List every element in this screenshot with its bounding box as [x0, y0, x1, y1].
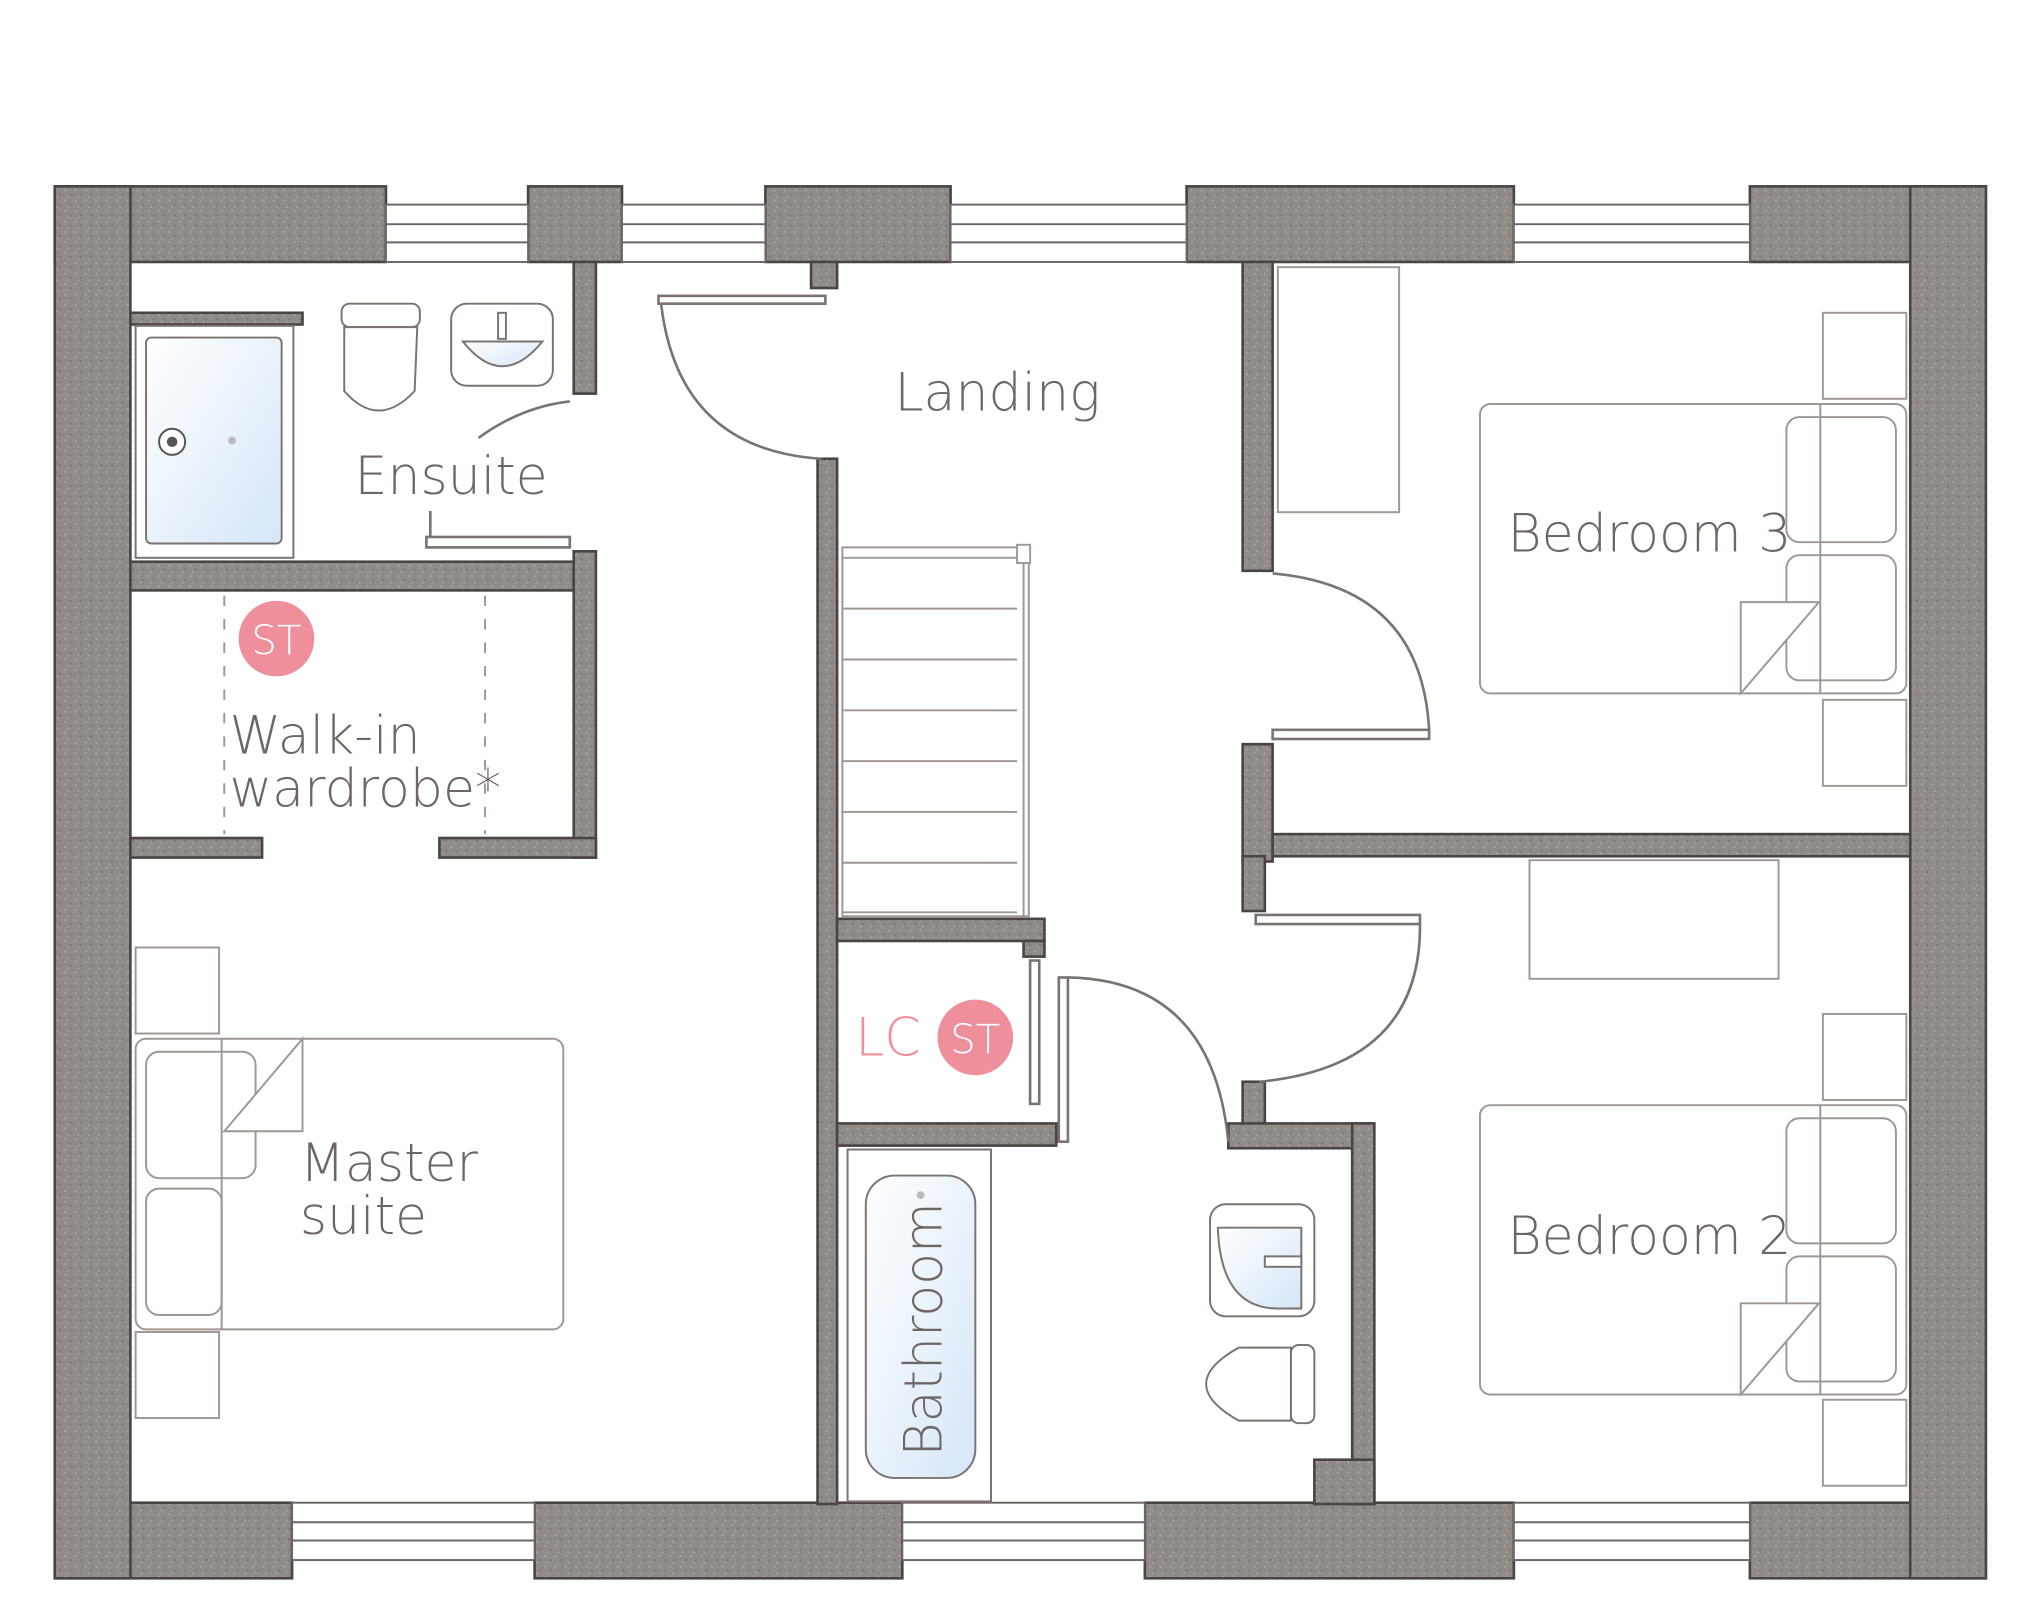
label-bathroom: Bathroom — [894, 1202, 954, 1456]
label-walk-in-line2: wardrobe* — [229, 760, 501, 820]
wall-bathroom-top — [1226, 1122, 1374, 1150]
shower-water — [145, 336, 283, 545]
staircase — [841, 543, 1032, 918]
bathroom-fixtures — [846, 1148, 1316, 1503]
master-furniture — [134, 946, 565, 1419]
bathroom-toilet — [1205, 1344, 1316, 1425]
door-ensuite — [425, 400, 572, 549]
label-ensuite: Ensuite — [355, 447, 548, 507]
window-top-4 — [1512, 203, 1751, 263]
storage-badge-lc: ST — [937, 999, 1014, 1076]
wall-landing-stub — [809, 260, 839, 290]
label-linen-cupboard: LC — [855, 1009, 920, 1069]
door-bathroom — [1057, 976, 1230, 1143]
master-bedside-top — [134, 946, 221, 1035]
wall-right — [1908, 185, 1988, 1580]
storage-badge-label: ST — [950, 1015, 1000, 1063]
bathroom-sink — [1209, 1203, 1316, 1318]
wardrobe-rails — [223, 595, 487, 835]
wall-bed3-left-a — [1241, 260, 1274, 573]
wall-bathroom-inner — [1313, 1458, 1376, 1506]
wall-bottom-2 — [533, 1501, 904, 1580]
wall-left — [53, 185, 132, 1580]
doors — [425, 294, 1431, 1143]
wall-top-3 — [764, 185, 952, 264]
window-top-2 — [620, 203, 767, 263]
bedroom3-furniture — [1276, 266, 1908, 787]
room-labels: Landing Ensuite Walk-in wardrobe* Master… — [229, 364, 1791, 1457]
bedroom2-wardrobe — [1528, 859, 1780, 980]
ensuite-sink — [450, 302, 554, 387]
window-bottom-3 — [1512, 1501, 1751, 1562]
wall-wardrobe-bottom-a — [129, 836, 264, 859]
master-bedside-bottom — [134, 1330, 221, 1419]
windows — [291, 203, 1751, 1562]
bedroom2-furniture — [1478, 859, 1908, 1487]
label-walk-in-line1: Walk-in — [229, 706, 420, 766]
label-master-line1: Master — [300, 1134, 479, 1194]
label-bedroom2: Bedroom 2 — [1507, 1207, 1791, 1267]
door-bedroom3 — [1271, 572, 1431, 741]
wall-bed2-left-b — [1241, 1080, 1267, 1129]
wall-ensuite-left — [129, 311, 304, 326]
bath-water — [864, 1174, 977, 1479]
wall-bathroom-right — [1350, 1122, 1376, 1506]
wall-ensuite-right-a — [572, 260, 598, 395]
wall-lc-bottom — [835, 1122, 1058, 1147]
wall-bed-divider — [1271, 832, 1912, 858]
door-linen-cupboard — [1028, 959, 1041, 1106]
bedroom2-bedside-bottom — [1821, 1398, 1908, 1487]
wall-ensuite-bottom — [129, 560, 576, 592]
wall-bed3-left-b — [1241, 742, 1274, 863]
window-top-3 — [949, 203, 1188, 263]
label-master-line2: suite — [300, 1187, 427, 1247]
bedroom3-bedside-bottom — [1821, 698, 1908, 787]
wall-bath-right-stub — [1022, 939, 1046, 958]
wall-lc-top — [835, 917, 1046, 943]
walls — [53, 185, 1988, 1580]
wall-bottom-3 — [1143, 1501, 1516, 1580]
storage-badge-wardrobe: ST — [238, 600, 315, 677]
wall-top-4 — [1185, 185, 1516, 264]
label-landing: Landing — [895, 364, 1101, 424]
wall-bed2-left-a — [1241, 854, 1267, 913]
label-bedroom3: Bedroom 3 — [1507, 504, 1791, 564]
wall-top-2 — [526, 185, 624, 264]
wall-ensuite-right-b — [572, 549, 598, 859]
storage-badge-label: ST — [251, 616, 301, 664]
ensuite-toilet — [340, 302, 421, 412]
bedroom3-bedside-top — [1821, 311, 1908, 400]
window-top-1 — [384, 203, 530, 263]
wall-stair-left — [816, 457, 839, 1506]
window-bottom-1 — [291, 1501, 536, 1562]
ensuite-fixtures — [134, 302, 554, 559]
window-bottom-2 — [901, 1501, 1146, 1562]
wall-wardrobe-bottom-b — [438, 836, 598, 859]
door-landing — [657, 294, 827, 461]
door-bedroom2 — [1254, 913, 1422, 1084]
bedroom3-wardrobe — [1276, 266, 1401, 514]
bedroom2-bedside-top — [1821, 1012, 1908, 1101]
